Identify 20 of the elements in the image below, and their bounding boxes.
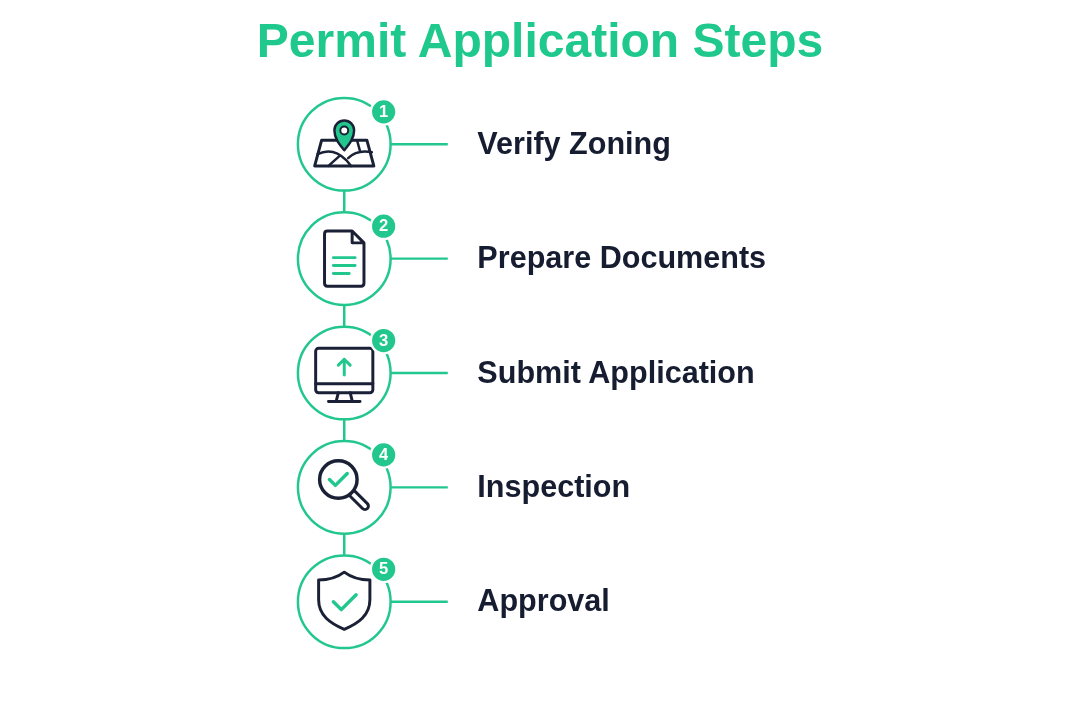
connector [390, 257, 448, 260]
connector [343, 533, 346, 556]
connector [390, 600, 448, 603]
connector [390, 371, 448, 375]
node-text: Approval [477, 583, 611, 619]
node-circle: 1 [296, 96, 392, 192]
title: Permit Application Steps [256, 13, 824, 69]
node-text: Submit Application [477, 355, 755, 390]
connector [390, 486, 448, 489]
connector [343, 419, 346, 442]
connector [343, 190, 346, 213]
node-text: Verify Zoning [477, 126, 672, 161]
connector [343, 304, 346, 327]
node-circle: 5 [296, 554, 392, 650]
node-text: Inspection [477, 469, 631, 504]
node-circle: 4 [296, 439, 392, 535]
node-circle: 2 [296, 211, 392, 307]
node-circle: 3 [296, 325, 392, 421]
node-text: Prepare Documents [477, 240, 767, 276]
connector [390, 143, 448, 146]
